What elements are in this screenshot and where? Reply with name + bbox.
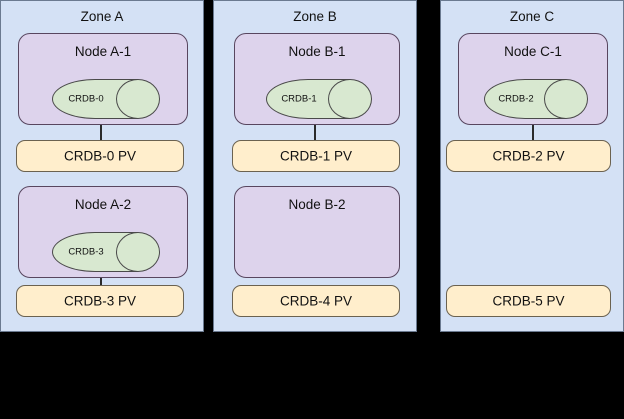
node-title-c-1: Node C-1 [504, 44, 562, 59]
node-title-b-1: Node B-1 [288, 44, 346, 59]
zone-title-b: Zone B [293, 9, 337, 24]
database-cylinder-crdb-3[interactable]: CRDB-3 [52, 232, 160, 272]
node-title-a-2: Node A-2 [74, 197, 132, 212]
pv-crdb-2[interactable]: CRDB-2 PV [446, 140, 611, 172]
cylinder-cap-icon [116, 79, 160, 119]
cylinder-cap-icon [328, 79, 372, 119]
connector-node-b-1-to-pv [314, 125, 316, 142]
pv-crdb-5[interactable]: CRDB-5 PV [446, 285, 611, 317]
pv-label-crdb-3: CRDB-3 PV [63, 293, 136, 309]
cylinder-cap-icon [116, 232, 160, 272]
database-label-crdb-3: CRDB-3 [68, 246, 104, 258]
node-title-a-1: Node A-1 [74, 44, 132, 59]
connector-node-a-1-to-pv [100, 125, 102, 142]
pv-crdb-4[interactable]: CRDB-4 PV [232, 285, 400, 317]
pv-label-crdb-5: CRDB-5 PV [492, 293, 565, 309]
database-label-crdb-0: CRDB-0 [68, 93, 104, 105]
zone-panel-c[interactable]: Zone C Node C-1 CRDB-2 CRDB-2 PV CRDB-5 … [440, 0, 624, 332]
node-a-2[interactable]: Node A-2 CRDB-3 [18, 186, 188, 278]
zone-panel-a[interactable]: Zone A Node A-1 CRDB-0 CRDB-0 PV Node A-… [0, 0, 204, 332]
node-a-1[interactable]: Node A-1 CRDB-0 [18, 33, 188, 125]
database-label-crdb-2: CRDB-2 [498, 93, 534, 105]
zone-title-c: Zone C [509, 9, 555, 24]
zone-title-a: Zone A [80, 9, 124, 24]
pv-label-crdb-4: CRDB-4 PV [279, 293, 352, 309]
database-cylinder-crdb-1[interactable]: CRDB-1 [266, 79, 372, 119]
database-label-crdb-1: CRDB-1 [281, 93, 317, 105]
connector-node-c-1-to-pv [532, 125, 534, 142]
pv-label-crdb-2: CRDB-2 PV [492, 148, 565, 164]
pv-crdb-1[interactable]: CRDB-1 PV [232, 140, 400, 172]
node-title-b-2: Node B-2 [288, 197, 346, 212]
pv-label-crdb-0: CRDB-0 PV [63, 148, 136, 164]
pv-label-crdb-1: CRDB-1 PV [279, 148, 352, 164]
node-c-1[interactable]: Node C-1 CRDB-2 [458, 33, 608, 125]
cylinder-cap-icon [544, 79, 588, 119]
zone-panel-b[interactable]: Zone B Node B-1 CRDB-1 CRDB-1 PV Node B-… [213, 0, 417, 332]
database-cylinder-crdb-2[interactable]: CRDB-2 [484, 79, 588, 119]
pv-crdb-3[interactable]: CRDB-3 PV [16, 285, 184, 317]
database-cylinder-crdb-0[interactable]: CRDB-0 [52, 79, 160, 119]
node-b-2[interactable]: Node B-2 [234, 186, 400, 278]
node-b-1[interactable]: Node B-1 CRDB-1 [234, 33, 400, 125]
pv-crdb-0[interactable]: CRDB-0 PV [16, 140, 184, 172]
